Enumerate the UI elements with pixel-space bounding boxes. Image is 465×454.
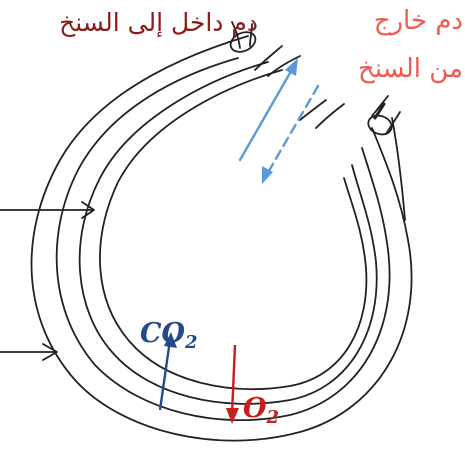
co2-main: CO bbox=[140, 318, 186, 349]
alveolus-lining bbox=[99, 69, 368, 391]
co2-arrow bbox=[158, 339, 172, 411]
o2-arrow bbox=[230, 344, 237, 415]
air-in-arrow bbox=[238, 64, 296, 162]
capillary-inner-wall bbox=[55, 57, 391, 421]
vessel-out-opening bbox=[367, 114, 393, 136]
air-out-arrow bbox=[264, 84, 320, 178]
vessel-in-opening bbox=[229, 31, 257, 53]
vessel-in-tube bbox=[231, 21, 241, 49]
o2-main: O bbox=[243, 393, 267, 424]
o2-label: O2 bbox=[243, 393, 279, 427]
alveolus-inner-wall bbox=[78, 61, 378, 405]
airway-wall bbox=[254, 45, 283, 71]
o2-subscript: 2 bbox=[266, 407, 280, 428]
blood-out-label-line2: من السنخ bbox=[358, 54, 463, 84]
blood-out-label-line1: دم خارج bbox=[373, 6, 463, 36]
co2-subscript: 2 bbox=[185, 332, 198, 353]
capillary-outer-wall bbox=[30, 35, 413, 442]
blood-in-label: دم داخل إلى السنخ bbox=[59, 8, 258, 37]
co2-label: CO2 bbox=[140, 318, 198, 352]
